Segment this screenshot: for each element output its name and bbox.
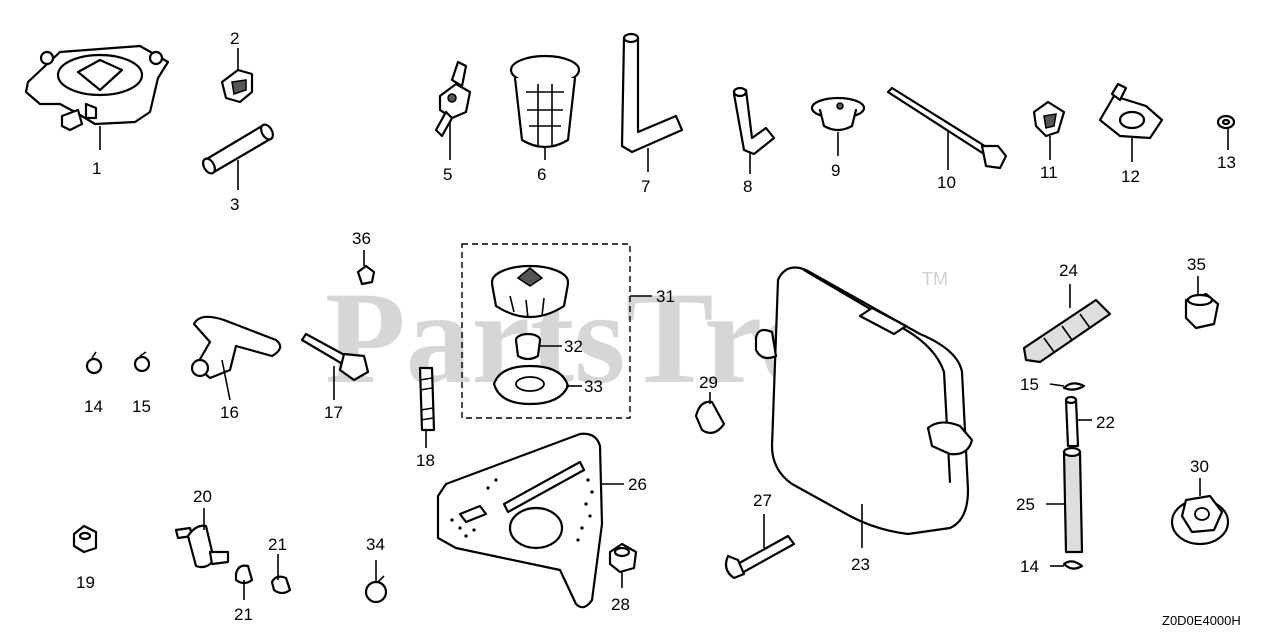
callout-35: 35 — [1187, 255, 1206, 274]
callout-14-bottom: 14 — [1020, 557, 1039, 576]
callout-10: 10 — [937, 173, 956, 192]
callout-3: 3 — [230, 195, 239, 214]
part-15-clip-right[interactable] — [1062, 382, 1086, 391]
part-19-nut[interactable] — [72, 524, 98, 554]
callout-9: 9 — [831, 161, 840, 180]
part-15-clip[interactable] — [133, 351, 151, 373]
callout-21-lower: 21 — [234, 605, 253, 624]
callout-21-upper: 21 — [268, 535, 287, 554]
part-10-long-bolt[interactable] — [886, 86, 1008, 170]
part-13-washer[interactable] — [1216, 114, 1236, 130]
part-2-clip[interactable] — [220, 68, 254, 104]
part-12-clamp[interactable] — [1098, 82, 1164, 140]
part-16-t-handle[interactable] — [190, 315, 282, 380]
part-23-fuel-tank[interactable] — [754, 266, 974, 536]
callout-31: 31 — [656, 287, 675, 306]
callout-33: 33 — [584, 377, 603, 396]
part-21-clamp-a[interactable] — [234, 564, 254, 585]
part-6-strainer[interactable] — [509, 54, 581, 149]
part-25-hose[interactable] — [1062, 446, 1084, 554]
part-30-flange-nut[interactable] — [1170, 494, 1230, 546]
part-36-nut[interactable] — [356, 264, 376, 286]
callout-34: 34 — [366, 535, 385, 554]
part-17-bolt[interactable] — [300, 332, 370, 382]
part-27-bolt[interactable] — [724, 534, 796, 580]
part-28-nut[interactable] — [608, 542, 638, 574]
part-8-hose[interactable] — [732, 86, 776, 156]
callout-1: 1 — [92, 159, 101, 178]
part-33-packing[interactable] — [492, 364, 570, 406]
part-31-fuel-cap[interactable] — [490, 264, 570, 319]
part-11-clip[interactable] — [1032, 100, 1066, 138]
callout-29: 29 — [699, 373, 718, 392]
callout-14: 14 — [84, 397, 103, 416]
callout-12: 12 — [1121, 167, 1140, 186]
callout-11: 11 — [1040, 163, 1058, 182]
callout-20: 20 — [193, 487, 212, 506]
part-1-pump-body[interactable] — [24, 44, 170, 132]
callout-32: 32 — [564, 337, 583, 356]
part-7-hose[interactable] — [620, 32, 684, 154]
callout-25: 25 — [1016, 495, 1035, 514]
part-24-grip[interactable] — [1022, 298, 1112, 364]
leader-lines — [99, 48, 1229, 600]
callout-36: 36 — [352, 229, 371, 248]
part-26-heat-plate[interactable] — [436, 432, 604, 609]
part-29-key[interactable] — [694, 400, 726, 435]
callout-8: 8 — [743, 177, 752, 196]
callout-24: 24 — [1059, 261, 1078, 280]
part-5-fuel-valve[interactable] — [434, 60, 472, 138]
part-31-group-box — [461, 243, 631, 419]
callout-16: 16 — [220, 403, 239, 422]
callout-28: 28 — [611, 595, 630, 614]
part-20-fuel-filter[interactable] — [174, 524, 230, 569]
part-21-clamp-b[interactable] — [270, 575, 292, 595]
part-3-tube[interactable] — [201, 123, 276, 176]
part-32-filter[interactable] — [514, 332, 542, 361]
callout-26: 26 — [628, 475, 647, 494]
callout-15-right: 15 — [1020, 375, 1039, 394]
callout-22: 22 — [1096, 413, 1115, 432]
part-9-grommet[interactable] — [810, 96, 866, 132]
callout-17: 17 — [324, 403, 343, 422]
part-22-nipple[interactable] — [1064, 395, 1080, 448]
part-14-clip[interactable] — [85, 351, 103, 375]
part-35-collar[interactable] — [1184, 292, 1220, 330]
part-18-stud[interactable] — [418, 366, 436, 432]
callout-2: 2 — [230, 29, 239, 48]
callout-27: 27 — [753, 491, 772, 510]
part-14-clip-bottom[interactable] — [1062, 560, 1084, 570]
callout-18: 18 — [416, 451, 435, 470]
diagram-code: Z0D0E4000H — [1162, 613, 1241, 628]
callout-30: 30 — [1190, 457, 1209, 476]
callout-15: 15 — [132, 397, 151, 416]
callout-13: 13 — [1217, 153, 1236, 172]
callout-5: 5 — [443, 165, 452, 184]
callout-7: 7 — [641, 177, 650, 196]
callout-19: 19 — [76, 573, 95, 592]
callout-6: 6 — [537, 165, 546, 184]
watermark-trademark: TM — [922, 269, 948, 289]
callout-23: 23 — [851, 555, 870, 574]
